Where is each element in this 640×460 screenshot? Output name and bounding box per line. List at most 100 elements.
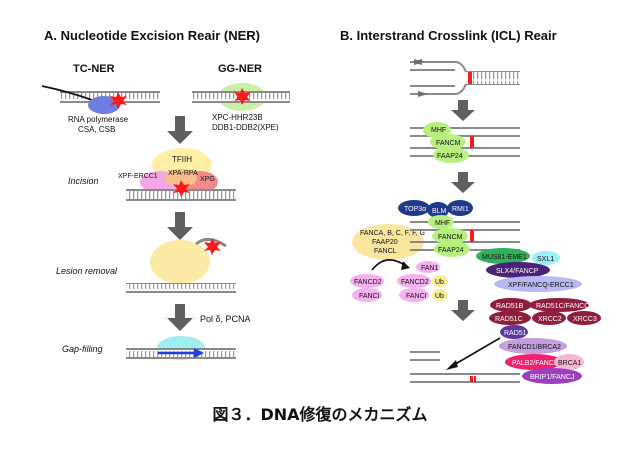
faap24-ellipse-1 xyxy=(433,147,469,163)
fancm-ellipse-1 xyxy=(430,134,466,150)
tc-lesion-marker xyxy=(110,92,127,109)
rad51c-ellipse xyxy=(489,311,531,325)
rna-transcript xyxy=(41,85,93,101)
replication-fork xyxy=(410,59,520,97)
xpa-rpa-ellipse xyxy=(165,169,197,187)
hr-recruitment-arrowhead xyxy=(446,360,458,370)
gg-ner-label-2: DDB1-DDB2(XPE) xyxy=(212,123,279,132)
xpf-ercc1-label: XPF-ERCC1 xyxy=(118,173,158,180)
xpf-fancq-ercc1-ellipse xyxy=(494,276,582,292)
icl-arrow-1 xyxy=(451,100,475,121)
polymerase-label: Pol δ, PCNA xyxy=(200,314,251,324)
hr-repaired-dna xyxy=(410,351,520,383)
rad51c-fanco-label: RAD51C/FANCO xyxy=(536,303,590,310)
excised-lesion-marker xyxy=(204,238,221,255)
xpf-fancq-ercc1-label: XPF/FANCQ-ERCC1 xyxy=(508,282,574,289)
gap-filling-step-label: Gap-filling xyxy=(62,344,103,354)
top3a-label: TOP3α xyxy=(404,206,426,213)
tfiih-label: TFIIH xyxy=(172,155,192,164)
fancm-ellipse-2 xyxy=(432,228,468,244)
rad51-label: RAD51 xyxy=(504,330,527,337)
ub-ellipse-2 xyxy=(432,289,448,301)
ub-ellipse-1 xyxy=(432,275,448,287)
core-complex-line-1: FANCA, B, C, F, F, G xyxy=(360,230,425,237)
fancd2-left-label: FANCD2 xyxy=(354,279,382,286)
step-arrow-3 xyxy=(167,304,193,331)
xpg-label: XPG xyxy=(200,176,215,183)
slx4-fancp-ellipse xyxy=(486,262,550,278)
brip1-fancj-label: BRIP1/FANCJ xyxy=(530,374,574,381)
fancm-label-1: FANCM xyxy=(436,140,461,147)
core-complex-ellipse xyxy=(352,224,424,260)
mhf-label-2: MHF xyxy=(435,220,450,227)
fan1-label: FAN1 xyxy=(421,265,439,272)
icl-arrow-2 xyxy=(451,172,475,193)
palb2-fancn-ellipse xyxy=(505,354,563,370)
rmi1-label: RMI1 xyxy=(452,206,469,213)
panel-b-title: B. Interstrand Crosslink (ICL) Reair xyxy=(340,28,557,43)
rmi1-ellipse xyxy=(447,200,473,216)
core-complex-line-2: FAAP20 xyxy=(372,239,398,246)
rad51c-fanco-ellipse xyxy=(529,298,589,312)
fan1-ellipse xyxy=(416,261,440,273)
fanci-left-ellipse xyxy=(352,288,382,302)
incision-step-label: Incision xyxy=(68,176,99,186)
fancd1-brca2-ellipse xyxy=(499,338,567,354)
sxl1-label: SXL1 xyxy=(537,256,554,263)
xrcc2-label: XRCC2 xyxy=(538,316,562,323)
rad51-ellipse xyxy=(500,325,528,339)
ub-label-1: Ub xyxy=(435,279,444,286)
step-arrow-1 xyxy=(167,116,193,144)
fanci-left-label: FANCI xyxy=(359,293,380,300)
panel-a-title: A. Nucleotide Excision Reair (NER) xyxy=(44,28,260,43)
icl-arrow-3 xyxy=(451,300,475,321)
lesion-removal-step-label: Lesion removal xyxy=(56,266,118,276)
gg-ner-heading: GG-NER xyxy=(218,63,262,75)
gg-ner-label-1: XPC-HHR23B xyxy=(212,113,263,122)
rad51c-label: RAD51C xyxy=(495,316,523,323)
fancd1-brca2-label: FANCD1/BRCA2 xyxy=(508,344,561,351)
core-complex-line-3: FANCL xyxy=(374,248,397,255)
fancd2-right-ellipse xyxy=(397,274,431,288)
blm-label: BLM xyxy=(432,208,447,215)
hr-recruitment-arrow xyxy=(451,337,501,367)
faap24-label-1: FAAP24 xyxy=(437,153,463,160)
rna-polymerase-ellipse xyxy=(88,96,120,114)
mhf-label-1: MHF xyxy=(431,127,446,134)
mhf-ellipse-2 xyxy=(428,215,454,229)
ub-label-2: Ub xyxy=(435,293,444,300)
incision-lesion-marker xyxy=(173,180,190,197)
xrcc3-ellipse xyxy=(567,311,601,325)
lesion-removal-dna xyxy=(126,283,236,293)
lesion-removal-ellipse xyxy=(150,240,210,284)
step-arrow-2 xyxy=(167,212,193,240)
brip1-fancj-ellipse xyxy=(522,368,582,384)
tc-ner-label-2: CSA, CSB xyxy=(78,125,115,134)
brca1-label: BRCA1 xyxy=(558,360,581,367)
fancd2-left-ellipse xyxy=(350,274,384,288)
xpa-rpa-label: XPA-RPA xyxy=(168,170,198,177)
fanci-right-ellipse xyxy=(399,288,429,302)
figure-caption: 図３．DNA修復のメカニズム xyxy=(212,405,427,424)
xrcc3-label: XRCC3 xyxy=(573,316,597,323)
tc-ner-heading: TC-NER xyxy=(73,63,115,75)
mhf-ellipse-1 xyxy=(423,122,451,138)
gg-lesion-marker xyxy=(234,88,251,105)
fancm-label-2: FANCM xyxy=(438,234,463,241)
brca1-ellipse xyxy=(554,354,584,370)
palb2-fancn-label: PALB2/FANCN xyxy=(512,360,559,367)
faap24-ellipse-2 xyxy=(434,241,470,257)
sxl1-ellipse xyxy=(532,251,560,265)
blm-ellipse xyxy=(427,202,449,218)
monoubiquitination-arrow xyxy=(371,259,407,271)
rad51b-ellipse xyxy=(490,298,532,312)
tc-ner-label-1: RNA polymerase xyxy=(68,115,129,124)
top3a-ellipse xyxy=(398,200,430,216)
fancd2-right-label: FANCD2 xyxy=(401,279,429,286)
mus81-eme1-ellipse xyxy=(476,248,530,264)
slx4-fancp-label: SLX4/FANCP xyxy=(496,268,539,275)
faap24-label-2: FAAP24 xyxy=(438,247,464,254)
synthesis-arrowhead xyxy=(194,348,204,358)
fanci-right-label: FANCI xyxy=(406,293,427,300)
